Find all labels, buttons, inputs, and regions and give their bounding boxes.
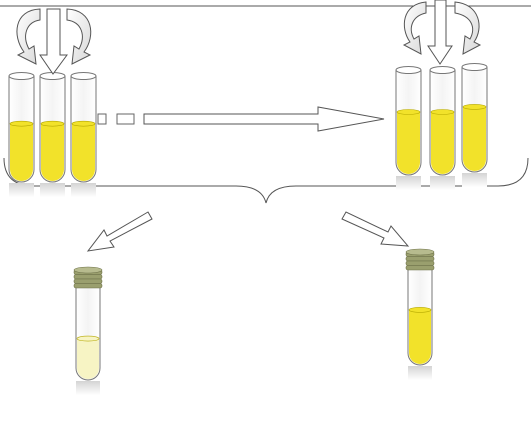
tube-outline	[407, 270, 433, 366]
test-tube-bottom-right	[405, 248, 435, 380]
test-tube-right-3	[461, 63, 488, 187]
liquid-meniscus	[71, 120, 96, 127]
test-tube-bottom-left	[73, 266, 103, 395]
cap-top	[73, 266, 103, 274]
test-tube-left-2	[39, 72, 66, 197]
liquid-meniscus	[396, 109, 421, 115]
tube-shadow	[40, 183, 65, 197]
curl-arrow-left-inner	[66, 8, 92, 65]
test-tube-right-2	[429, 66, 456, 190]
arrow-to-bottom-right	[341, 211, 410, 247]
tube-liquid	[397, 112, 420, 174]
tube-rim	[461, 63, 488, 71]
tube-rim	[70, 72, 97, 80]
down-arrow-right	[427, 0, 453, 65]
tube-liquid	[463, 106, 486, 171]
test-tube-right-1	[395, 66, 422, 190]
dash-2	[116, 113, 135, 125]
curl-arrow-left-outer	[16, 8, 41, 65]
tube-shadow	[71, 183, 96, 197]
liquid-meniscus	[430, 109, 455, 115]
cap-top	[405, 248, 435, 256]
arrow-to-bottom-left	[86, 211, 153, 252]
tube-outline	[39, 76, 66, 183]
curl-arrow-right-outer	[402, 1, 427, 55]
tube-shadow	[408, 366, 432, 380]
tube-liquid	[10, 123, 33, 181]
tube-rim	[429, 66, 456, 74]
cap-ring	[405, 265, 435, 271]
tube-outline	[75, 288, 101, 381]
tube-liquid	[409, 309, 431, 364]
tube-outline	[429, 70, 456, 176]
cap-ring	[73, 278, 103, 284]
initial-tube-set	[8, 72, 97, 197]
tube-outline	[8, 76, 35, 183]
tube-shadow	[76, 381, 100, 395]
tube-outline	[70, 76, 97, 183]
tube-outline	[461, 67, 488, 173]
bottom-right-capped-tube	[405, 248, 435, 380]
tube-shadow	[9, 183, 34, 197]
tube-liquid	[72, 123, 95, 181]
cap-ring	[405, 260, 435, 266]
tube-liquid	[77, 338, 99, 379]
liquid-meniscus	[40, 120, 65, 127]
curl-arrow-right-inner	[454, 1, 482, 55]
liquid-meniscus	[76, 335, 100, 342]
tube-liquid	[431, 112, 454, 174]
liquid-meniscus	[462, 104, 487, 110]
test-tube-left-1	[8, 72, 35, 197]
tube-shadow	[462, 173, 487, 187]
liquid-meniscus	[408, 307, 432, 313]
transfer-arrow	[143, 106, 385, 132]
serial-transfer-tube-set	[395, 63, 488, 190]
test-tube-left-3	[70, 72, 97, 197]
dash-1	[97, 113, 107, 125]
down-arrow-left	[39, 8, 68, 75]
tube-rim	[395, 66, 422, 74]
tube-shadow	[430, 176, 455, 190]
tube-shadow	[396, 176, 421, 190]
tube-liquid	[41, 123, 64, 181]
cap-ring	[73, 274, 103, 280]
liquid-meniscus	[9, 120, 34, 127]
tube-outline	[395, 70, 422, 176]
cap-ring	[405, 256, 435, 262]
bottom-left-capped-tube	[73, 266, 103, 395]
tube-rim	[8, 72, 35, 80]
cap-ring	[73, 283, 103, 289]
